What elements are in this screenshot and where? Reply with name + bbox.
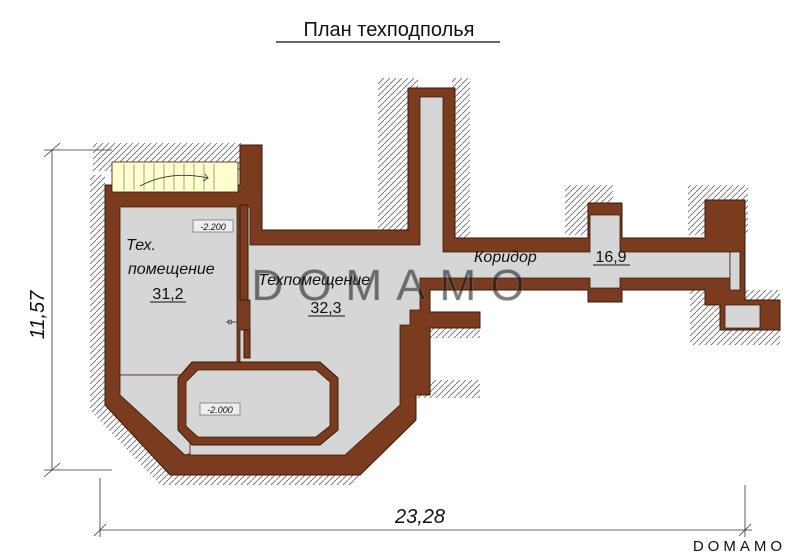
dimension-vertical bbox=[43, 142, 112, 478]
plan-title: План техподполья bbox=[303, 19, 474, 41]
level-mark-pit: -2.000 bbox=[199, 402, 241, 416]
room-1-name-line1: Тех. bbox=[126, 237, 156, 254]
partitions bbox=[239, 204, 251, 359]
dimension-width: 23,28 bbox=[394, 506, 445, 528]
room-3-name: Коридор bbox=[474, 249, 537, 266]
dimension-height: 11,57 bbox=[27, 290, 49, 339]
svg-text:-2.000: -2.000 bbox=[207, 405, 233, 415]
level-mark-upper: -2.200 bbox=[192, 219, 234, 233]
staircase bbox=[111, 161, 239, 193]
pit bbox=[177, 361, 339, 446]
corner-logo: DOMAMO bbox=[693, 538, 786, 555]
stair-arrow-icon bbox=[139, 173, 209, 187]
drain-icon bbox=[226, 319, 238, 325]
room-2-name: Техпомещение bbox=[258, 272, 370, 289]
room-2-area: 32,3 bbox=[310, 300, 341, 317]
room-1-area: 31,2 bbox=[152, 286, 183, 303]
dimension-horizontal bbox=[93, 478, 752, 537]
room-3-area: 16,9 bbox=[595, 249, 626, 266]
watermark: DOMAMO bbox=[252, 261, 539, 310]
room-1-name-line2: помещение bbox=[128, 261, 215, 278]
svg-text:-2.200: -2.200 bbox=[200, 222, 226, 232]
